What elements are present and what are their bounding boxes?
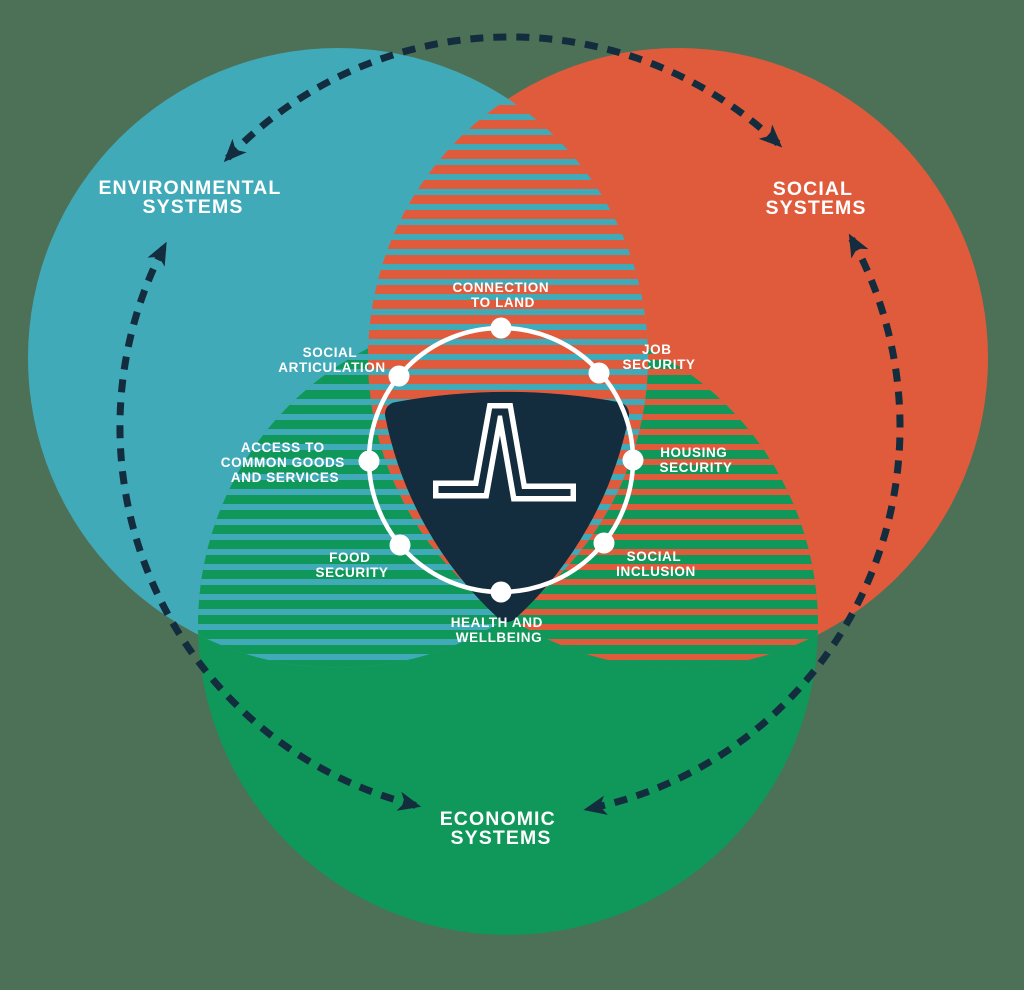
label-line: CONNECTION: [452, 280, 549, 295]
node-dots: [358, 317, 644, 603]
center-logo-icon: [433, 403, 576, 502]
center-shield: [385, 392, 629, 622]
label-line: WELLBEING: [456, 630, 542, 645]
label-food-security: FOOD SECURITY: [315, 550, 388, 580]
label-line: ACCESS TO: [241, 440, 325, 455]
label-line: FOOD: [329, 550, 370, 565]
label-line: AND SERVICES: [231, 470, 339, 485]
node-dot-health-wellbeing: [490, 581, 512, 603]
label-line: SYSTEMS: [143, 196, 244, 218]
label-line: SECURITY: [315, 565, 388, 580]
label-environmental-systems: ENVIRONMENTAL SYSTEMS: [98, 177, 287, 218]
label-social-inclusion: SOCIAL INCLUSION: [616, 549, 696, 579]
label-housing-security: HOUSING SECURITY: [659, 445, 732, 475]
label-line: SOCIAL: [773, 178, 853, 200]
label-economic-systems: ECONOMIC SYSTEMS: [440, 808, 563, 849]
node-dot-job-security: [588, 362, 610, 384]
label-line: SYSTEMS: [451, 827, 552, 849]
label-line: SECURITY: [622, 357, 695, 372]
label-line: SYSTEMS: [766, 197, 867, 219]
label-line: JOB: [642, 342, 672, 357]
node-dot-social-inclusion: [593, 532, 615, 554]
label-line: ECONOMIC: [440, 808, 556, 830]
label-line: COMMON GOODS: [221, 455, 345, 470]
logo-inner-stroke: [438, 408, 571, 496]
label-line: HEALTH AND: [451, 615, 543, 630]
label-social-systems: SOCIAL SYSTEMS: [766, 178, 867, 219]
label-line: SOCIAL: [627, 549, 681, 564]
node-dot-access-goods: [358, 450, 380, 472]
node-dot-food-security: [389, 534, 411, 556]
label-line: ARTICULATION: [278, 360, 385, 375]
label-health-and-wellbeing: HEALTH AND WELLBEING: [451, 615, 548, 645]
label-social-articulation: SOCIAL ARTICULATION: [278, 345, 385, 375]
label-job-security: JOB SECURITY: [622, 342, 695, 372]
dashed-arrow-arc-top: [223, 33, 783, 163]
label-line: ENVIRONMENTAL: [98, 177, 281, 199]
node-dot-social-articulation: [388, 365, 410, 387]
label-line: SOCIAL: [303, 345, 357, 360]
label-connection-to-land: CONNECTION TO LAND: [452, 280, 553, 310]
cycle-arrows-group: [116, 33, 904, 815]
node-dot-housing-security: [622, 449, 644, 471]
label-access-common-goods: ACCESS TO COMMON GOODS AND SERVICES: [221, 440, 350, 485]
node-dot-connection-to-land: [490, 317, 512, 339]
dashed-arrow-arc-left: [116, 241, 422, 811]
label-line: INCLUSION: [616, 564, 696, 579]
label-line: HOUSING: [660, 445, 727, 460]
label-line: SECURITY: [659, 460, 732, 475]
label-line: TO LAND: [471, 295, 535, 310]
